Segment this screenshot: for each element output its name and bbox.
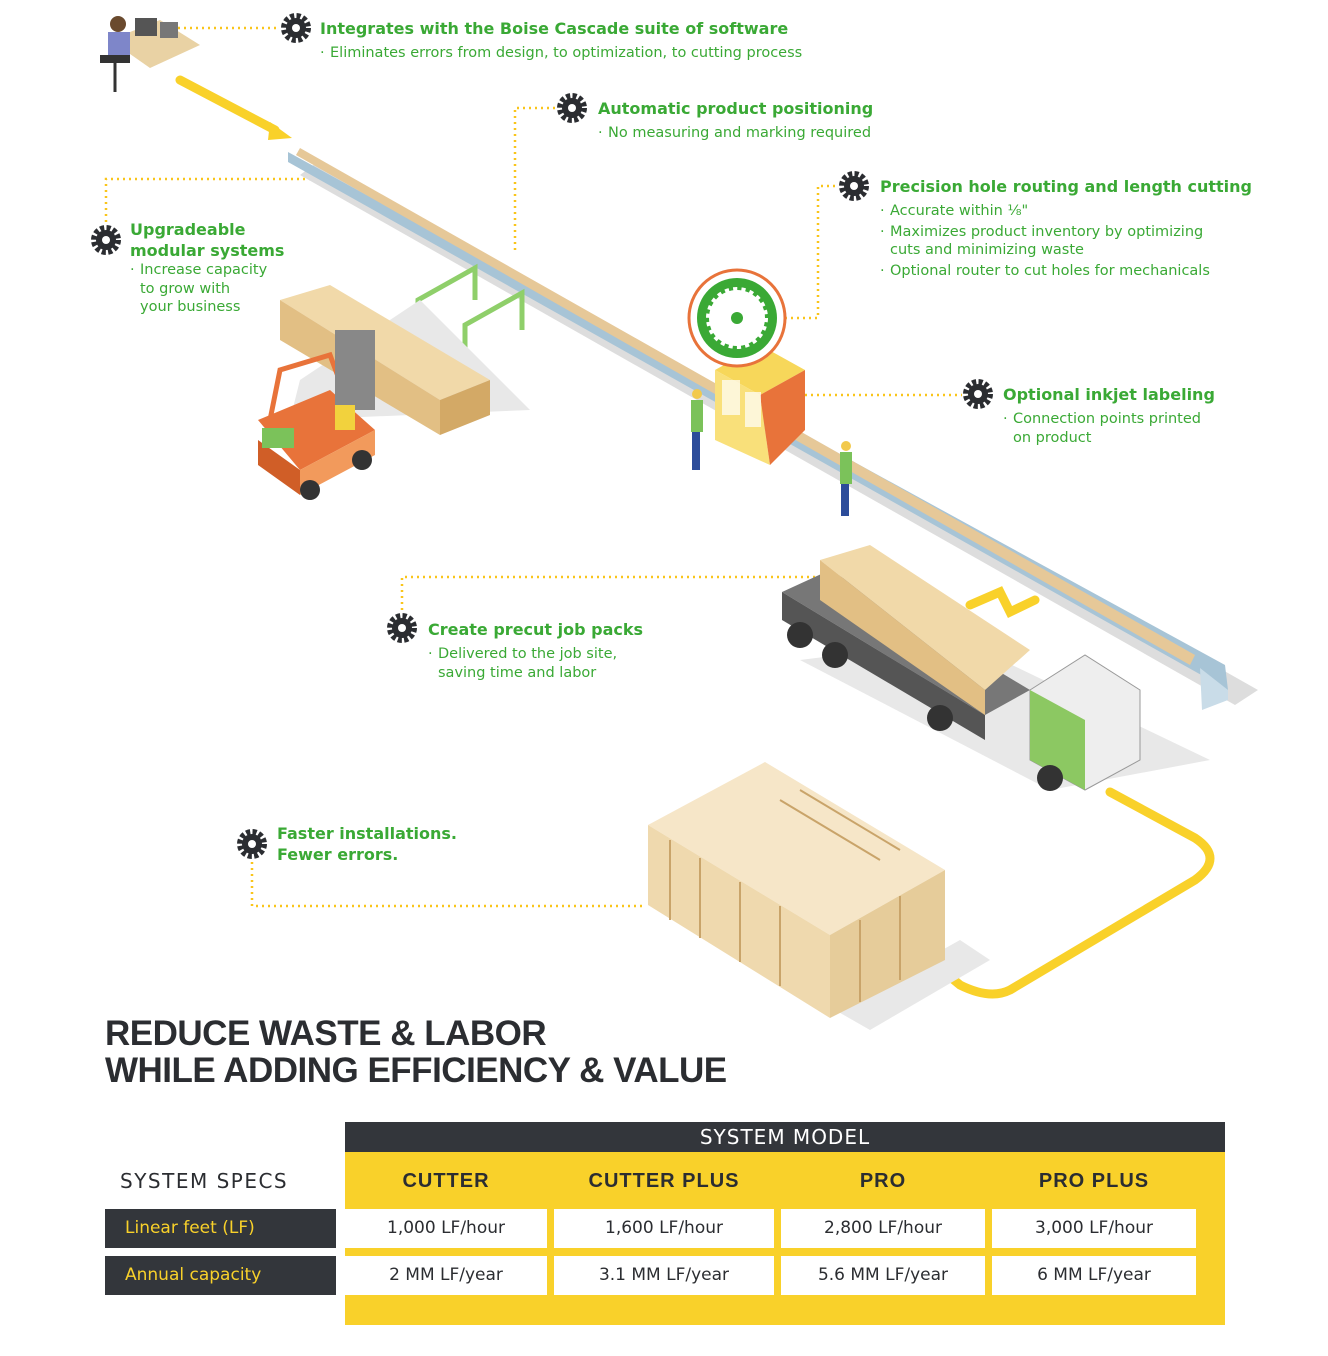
- callout-title-inkjet: Optional inkjet labeling: [1003, 385, 1215, 404]
- cutter-machine: [715, 345, 805, 465]
- column-header-cutter-plus: CUTTER PLUS: [588, 1170, 740, 1192]
- forklift-illustration: [258, 330, 375, 500]
- callout-title-installations: Faster installations.Fewer errors.: [277, 824, 457, 864]
- conveyor-end: [1200, 668, 1228, 710]
- callout-bullet: ·No measuring and marking required: [598, 125, 872, 141]
- row-label-linear-feet: Linear feet (LF): [105, 1209, 336, 1248]
- gear-icon: [281, 13, 311, 43]
- callout-bullet: ·Eliminates errors from design, to optim…: [320, 45, 803, 61]
- table-cell: 3.1 MM LF/year: [554, 1256, 774, 1295]
- table-cell: 6 MM LF/year: [992, 1256, 1196, 1295]
- callout-bullets: ·Delivered to the job site, saving time …: [428, 646, 618, 681]
- arrow-head: [268, 122, 292, 140]
- system-specs-header: SYSTEM SPECS: [120, 1169, 289, 1193]
- column-header-pro: PRO: [859, 1170, 907, 1192]
- table-cell: 5.6 MM LF/year: [781, 1256, 985, 1295]
- callout-title-precision: Precision hole routing and length cuttin…: [880, 177, 1253, 196]
- gear-icon: [557, 93, 587, 123]
- flow-path: [175, 75, 1215, 999]
- column-header-cutter: CUTTER: [402, 1170, 490, 1192]
- house-frame-illustration: [648, 762, 990, 1030]
- gear-icon: [237, 829, 267, 859]
- callout-title-software: Integrates with the Boise Cascade suite …: [320, 19, 789, 38]
- callout-title-job-packs: Create precut job packs: [428, 620, 644, 639]
- row-label-annual-capacity: Annual capacity: [105, 1256, 336, 1295]
- table-cell: 2,800 LF/hour: [781, 1209, 985, 1248]
- gear-icon: [91, 225, 121, 255]
- table-cell: 2 MM LF/year: [345, 1256, 547, 1295]
- gear-icon: [387, 613, 417, 643]
- callout-bullets: ·Accurate within ⅛" ·Maximizes product i…: [880, 203, 1210, 279]
- gear-icon: [839, 171, 869, 201]
- gear-icon: [963, 379, 993, 409]
- table-cell: 1,000 LF/hour: [345, 1209, 547, 1248]
- callout-title-positioning: Automatic product positioning: [598, 99, 874, 118]
- callout-bullets: ·Connection points printed on product: [1003, 411, 1201, 446]
- workstation-illustration: [100, 16, 200, 92]
- truck-illustration: [782, 545, 1210, 791]
- table-cell: 1,600 LF/hour: [554, 1209, 774, 1248]
- column-header-pro-plus: PRO PLUS: [1038, 1170, 1150, 1192]
- system-model-header: SYSTEM MODEL: [345, 1122, 1225, 1152]
- table-cell: 3,000 LF/hour: [992, 1209, 1196, 1248]
- workers: [691, 389, 852, 516]
- callout-bullets: ·Increase capacity to grow with your bus…: [130, 262, 268, 315]
- leader-lines: [104, 26, 962, 908]
- saw-blade-icon: [687, 268, 787, 368]
